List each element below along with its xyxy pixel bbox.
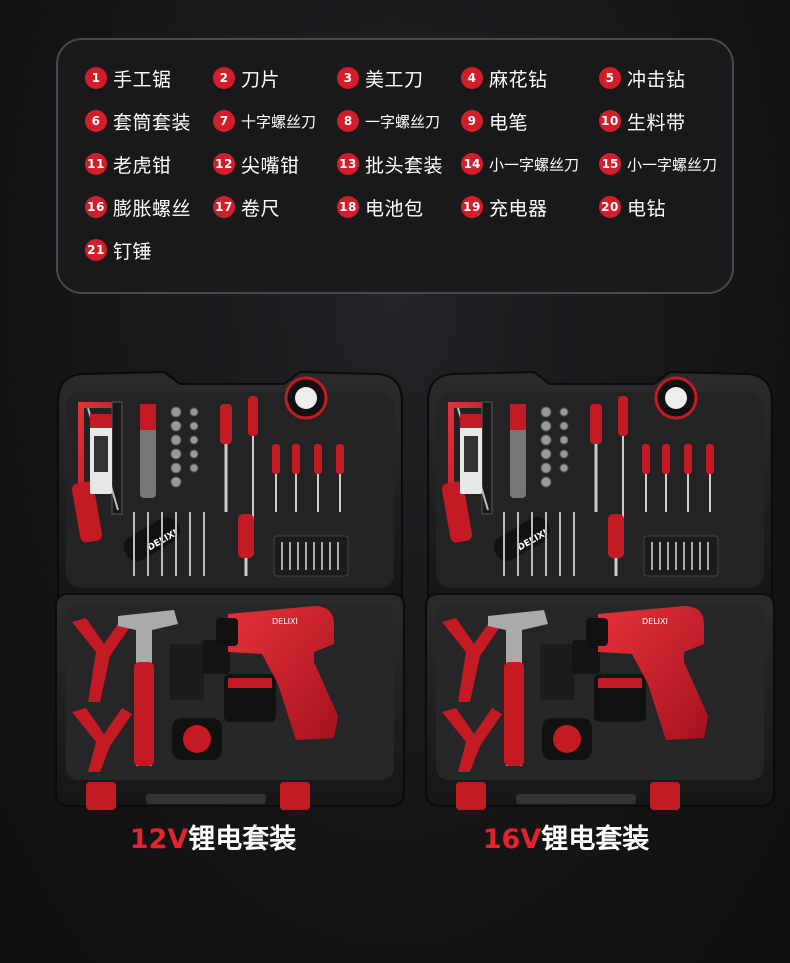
kit-label-12v: 12V锂电套装 — [63, 822, 363, 858]
number-badge: 4 — [461, 67, 483, 89]
legend-item-19: 19 充电器 — [461, 192, 548, 222]
number-badge: 14 — [461, 153, 483, 175]
legend-label: 电池包 — [365, 197, 424, 220]
legend-label: 手工锯 — [113, 68, 172, 91]
legend-label: 十字螺丝刀 — [241, 112, 317, 131]
legend-label: 刀片 — [241, 68, 281, 91]
legend-label: 一字螺丝刀 — [365, 112, 441, 131]
legend-item-5: 5 冲击钻 — [599, 63, 686, 93]
number-badge: 1 — [85, 67, 107, 89]
kit-voltage: 16V — [482, 824, 542, 855]
number-badge: 5 — [599, 67, 621, 89]
legend-item-20: 20 电钻 — [599, 192, 666, 222]
kit-name: 锂电套装 — [188, 824, 297, 855]
legend-item-6: 6 套筒套装 — [85, 106, 191, 136]
legend-label: 冲击钻 — [627, 68, 686, 91]
legend-item-2: 2 刀片 — [213, 63, 280, 93]
legend-item-17: 17 卷尺 — [213, 192, 280, 222]
legend-item-10: 10 生料带 — [599, 106, 686, 136]
legend-label: 钉锤 — [113, 240, 153, 263]
legend-item-15: 15 小一字螺丝刀 — [599, 149, 717, 179]
number-badge: 17 — [213, 196, 235, 218]
legend-item-21: 21 钉锤 — [85, 235, 152, 265]
legend-item-16: 16 膨胀螺丝 — [85, 192, 191, 222]
number-badge: 20 — [599, 196, 621, 218]
number-badge: 9 — [461, 110, 483, 132]
legend-item-12: 12 尖嘴钳 — [213, 149, 300, 179]
toolkit-case-12v — [52, 362, 408, 820]
number-badge: 6 — [85, 110, 107, 132]
legend-item-4: 4 麻花钻 — [461, 63, 548, 93]
number-badge: 15 — [599, 153, 621, 175]
number-badge: 7 — [213, 110, 235, 132]
number-badge: 21 — [85, 239, 107, 261]
legend-label: 尖嘴钳 — [241, 154, 300, 177]
number-badge: 8 — [337, 110, 359, 132]
legend-item-14: 14 小一字螺丝刀 — [461, 149, 579, 179]
number-badge: 16 — [85, 196, 107, 218]
legend-label: 批头套装 — [365, 154, 444, 177]
legend-label: 美工刀 — [365, 68, 424, 91]
legend-label: 老虎钳 — [113, 154, 172, 177]
legend-panel — [56, 38, 734, 294]
legend-label: 小一字螺丝刀 — [489, 155, 580, 174]
legend-item-13: 13 批头套装 — [337, 149, 443, 179]
legend-item-11: 11 老虎钳 — [85, 149, 172, 179]
kit-label-16v: 16V锂电套装 — [416, 822, 716, 858]
kit-name: 锂电套装 — [541, 824, 650, 855]
number-badge: 11 — [85, 153, 107, 175]
legend-item-8: 8 一字螺丝刀 — [337, 106, 440, 136]
number-badge: 10 — [599, 110, 621, 132]
legend-label: 卷尺 — [241, 197, 281, 220]
legend-label: 膨胀螺丝 — [113, 197, 192, 220]
number-badge: 18 — [337, 196, 359, 218]
legend-item-3: 3 美工刀 — [337, 63, 424, 93]
legend-item-7: 7 十字螺丝刀 — [213, 106, 316, 136]
legend-label: 电笔 — [489, 111, 529, 134]
legend-label: 生料带 — [627, 111, 686, 134]
legend-label: 充电器 — [489, 197, 548, 220]
number-badge: 13 — [337, 153, 359, 175]
number-badge: 2 — [213, 67, 235, 89]
number-badge: 3 — [337, 67, 359, 89]
kit-image-12v — [52, 362, 408, 820]
legend-label: 麻花钻 — [489, 68, 548, 91]
number-badge: 19 — [461, 196, 483, 218]
legend-item-18: 18 电池包 — [337, 192, 424, 222]
legend-item-9: 9 电笔 — [461, 106, 528, 136]
legend-label: 套筒套装 — [113, 111, 192, 134]
legend-label: 电钻 — [627, 197, 667, 220]
kit-image-16v — [422, 362, 778, 820]
toolkit-case-16v — [422, 362, 778, 820]
kit-voltage: 12V — [129, 824, 189, 855]
number-badge: 12 — [213, 153, 235, 175]
legend-label: 小一字螺丝刀 — [627, 155, 718, 174]
legend-item-1: 1 手工锯 — [85, 63, 172, 93]
